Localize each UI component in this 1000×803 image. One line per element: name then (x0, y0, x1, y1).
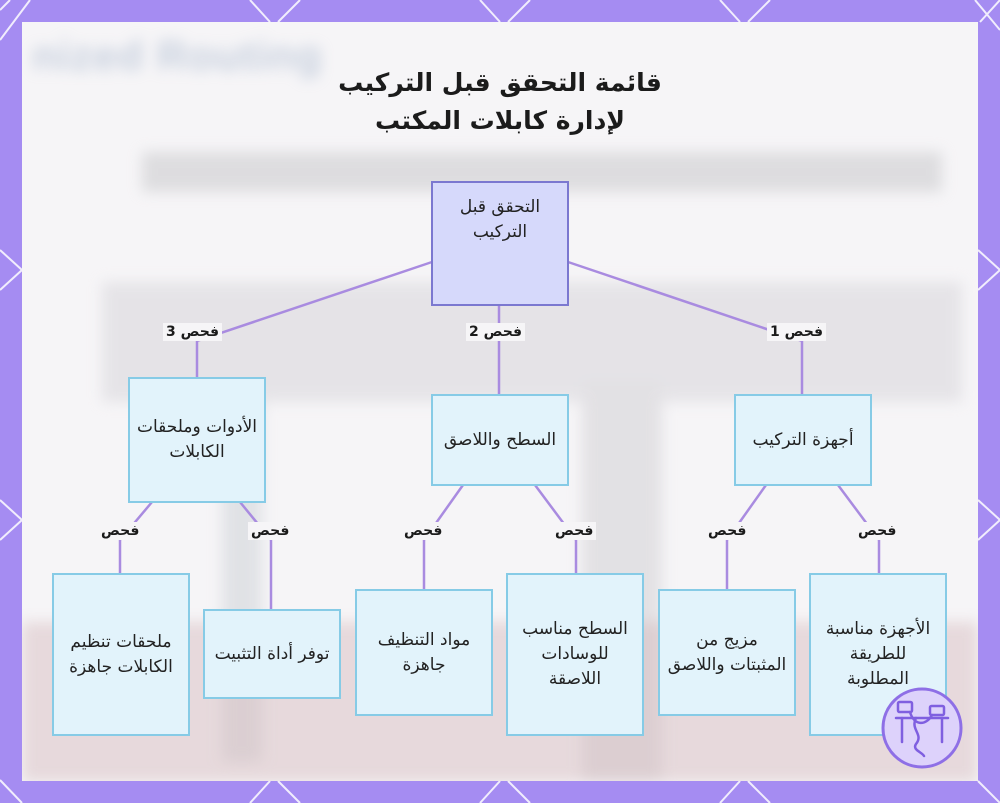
leaf-node-label: توفر أداة التثبيت (214, 643, 330, 664)
branch-node-label: أجهزة التركيب (752, 429, 854, 450)
branch-node-surface: السطح واللاصق (431, 394, 569, 486)
leaf-node-label: الأجهزة مناسبة للطريقة المطلوبة (825, 619, 931, 689)
cable-network-logo-icon (881, 687, 963, 769)
root-node-label: التحقق قبل التركيب (459, 197, 541, 242)
branch-node-label: السطح واللاصق (443, 429, 557, 450)
diagram-title-line2: لإدارة كابلات المكتب (375, 106, 625, 135)
edge-label-branch3: فحص 3 (163, 323, 222, 341)
branch-node-hardware: أجهزة التركيب (734, 394, 872, 486)
edge-label-b1-leaf2: فحص (705, 522, 750, 540)
branch-node-label: الأدوات وملحقات الكابلات (136, 417, 258, 462)
leaf-node-label: ملحقات تنظيم الكابلات جاهزة (69, 631, 173, 677)
connector-b1-leaf2 (725, 484, 768, 590)
edge-label-b2-leaf2: فحص (401, 522, 446, 540)
leaf-node-label: مواد التنظيف جاهزة (377, 629, 471, 675)
connector-b3-leaf1 (239, 501, 273, 610)
edge-label-branch2: فحص 2 (466, 323, 525, 341)
edge-label-b1-leaf1: فحص (855, 522, 900, 540)
connector-b2-leaf1 (533, 484, 578, 574)
connector-b1-leaf1 (836, 484, 881, 574)
leaf-node-fasteners-mix: مزيج من المثبتات واللاصق (658, 589, 796, 716)
connector-root-branch3 (195, 260, 433, 378)
leaf-node-surface-suitable: السطح مناسب للوسادات اللاصقة (506, 573, 644, 736)
leaf-node-label: مزيج من المثبتات واللاصق (667, 629, 787, 675)
connector-b2-leaf2 (422, 484, 465, 590)
diagram-title-line1: قائمة التحقق قبل التركيب (338, 68, 662, 97)
branch-node-tools: الأدوات وملحقات الكابلات (128, 377, 266, 503)
connector-root-branch1 (567, 260, 804, 395)
leaf-node-cable-accessories: ملحقات تنظيم الكابلات جاهزة (52, 573, 190, 736)
edge-label-b3-leaf1: فحص (248, 522, 293, 540)
leaf-node-mounting-tool: توفر أداة التثبيت (203, 609, 341, 699)
leaf-node-cleaning-supplies: مواد التنظيف جاهزة (355, 589, 493, 716)
edge-label-b2-leaf1: فحص (552, 522, 597, 540)
root-node: التحقق قبل التركيب (431, 181, 569, 306)
connector-b3-leaf2 (118, 501, 153, 574)
leaf-node-label: السطح مناسب للوسادات اللاصقة (522, 619, 628, 689)
background-text: nized Routing (32, 32, 323, 79)
edge-label-b3-leaf2: فحص (98, 522, 143, 540)
edge-label-branch1: فحص 1 (767, 323, 826, 341)
